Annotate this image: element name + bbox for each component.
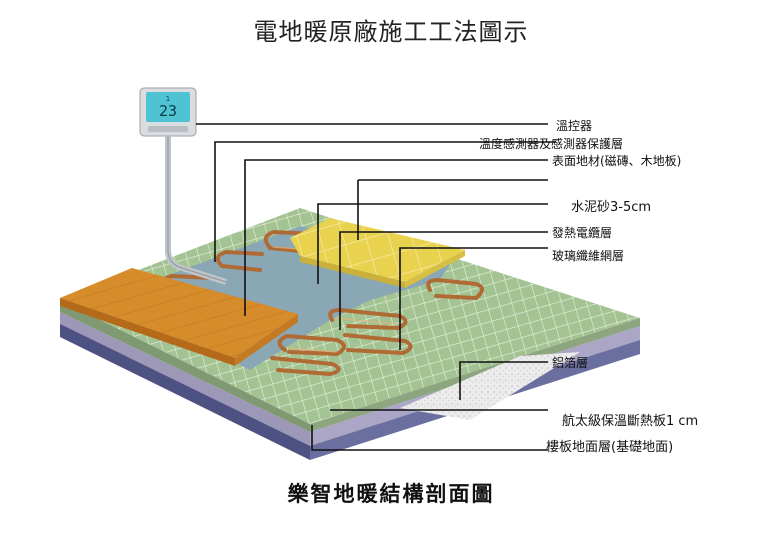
label-insulation: 航太級保溫斷熱板1 cm [562,414,699,429]
diagram-subtitle: 樂智地暖結構剖面圖 [287,482,495,506]
diagram-title: 電地暖原廠施工工法圖示 [253,18,529,46]
label-sensor: 溫度感測器及感測器保護層 [479,137,624,151]
thermostat-display: 23 [159,102,177,120]
mesh-side-edge [310,318,640,432]
leader-heating-cable [339,231,548,330]
thermostat: 23 1 [139,87,197,137]
label-cement: 水泥砂3-5cm [571,200,652,215]
label-glass-fiber: 玻璃纖維網層 [552,249,625,263]
slab-front [60,322,310,460]
label-floor-surface: 表面地材(磁磚、木地板) [552,154,682,168]
wood-side [235,314,298,366]
tile-surface [290,218,465,282]
leader-foil [459,361,548,400]
foil-layer [400,352,580,420]
label-foil: 鋁箔層 [552,356,589,370]
mesh-front-edge [60,300,310,432]
wood-floor [60,268,298,358]
tile-edge [300,256,405,288]
wood-front [60,298,235,366]
tile-edge-side [405,250,465,288]
leader-slab [311,425,548,451]
label-heating-cable: 發熱電纜層 [552,226,613,240]
insulation-front [60,312,310,446]
leader-glass-fiber [399,247,548,350]
leader-cement [317,203,548,284]
label-slab: 樓板地面層(基礎地面) [546,440,674,455]
thermostat-indicator: 1 [166,95,170,103]
leader-sensor [214,141,556,262]
leader-lines [196,123,556,451]
leader-floor-surface [244,159,548,316]
label-thermostat: 溫控器 [556,119,593,133]
